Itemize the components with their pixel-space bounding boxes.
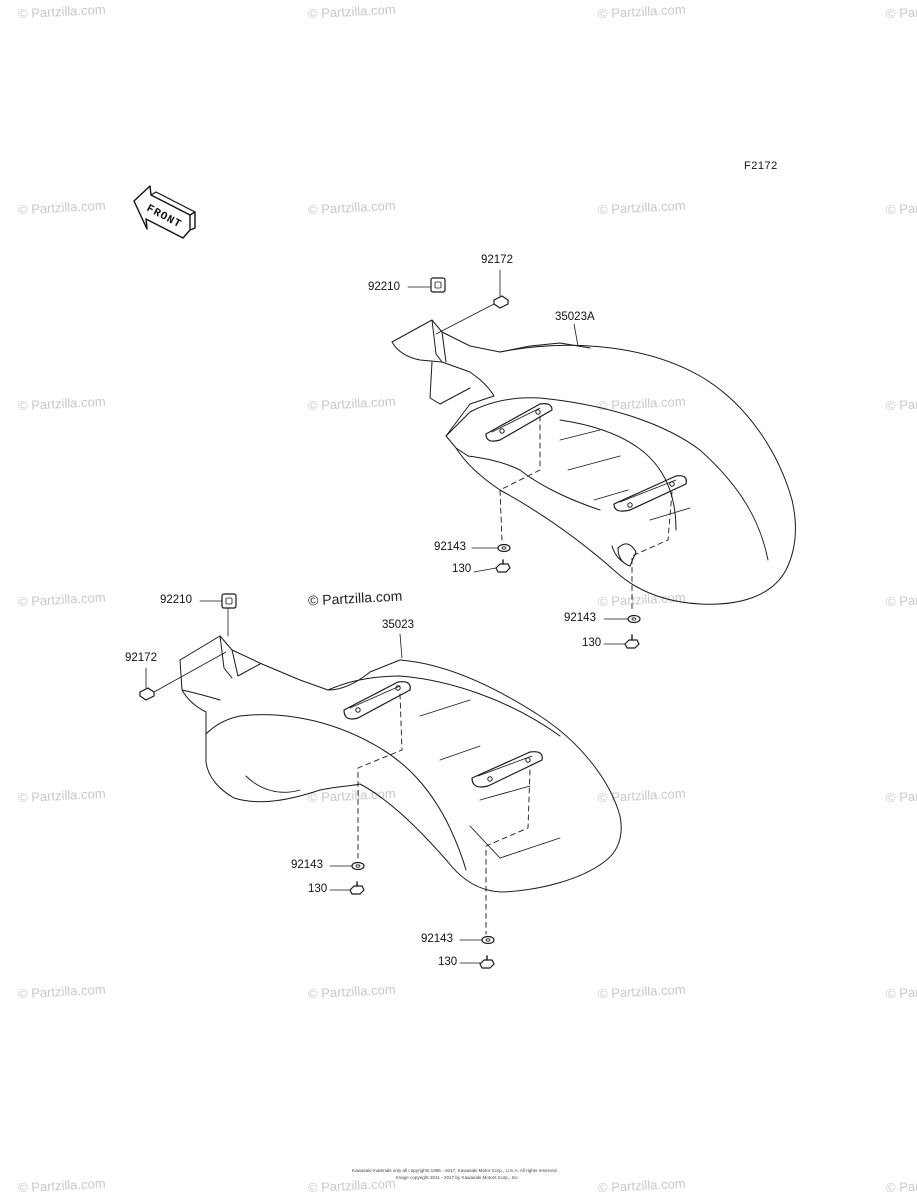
label-lower-bolt-left: 130 bbox=[308, 883, 328, 895]
footer-copyright-line2: Image copyright 2011 - 2017 by Kawasaki … bbox=[396, 1175, 519, 1180]
label-lower-guard: 35023 bbox=[382, 619, 414, 631]
figure-code: F2172 bbox=[744, 160, 778, 172]
upper-screw-92172 bbox=[435, 295, 509, 335]
label-lower-washer-left: 92143 bbox=[291, 859, 323, 871]
lower-clip-92210 bbox=[221, 593, 237, 637]
label-upper-washer-right: 92143 bbox=[564, 612, 596, 624]
label-upper-washer-left: 92143 bbox=[434, 541, 466, 553]
upper-washer-left bbox=[497, 543, 511, 553]
lower-leader-lines bbox=[145, 567, 626, 964]
footer-copyright-line1: Kawasaki materials only all copyrights 1… bbox=[352, 1168, 558, 1173]
lower-bolt-right bbox=[479, 955, 495, 969]
label-upper-bolt-left: 130 bbox=[452, 563, 472, 575]
upper-bolt-right bbox=[624, 634, 640, 649]
upper-leader-lines bbox=[407, 269, 629, 620]
label-lower-bolt-right: 130 bbox=[438, 956, 458, 968]
label-lower-washer-right: 92143 bbox=[421, 933, 453, 945]
upper-clip-92210 bbox=[430, 277, 446, 293]
guard-35023 bbox=[179, 635, 622, 935]
label-upper-screw: 92172 bbox=[481, 254, 513, 266]
lower-screw-92172 bbox=[139, 651, 227, 701]
label-lower-screw: 92172 bbox=[125, 652, 157, 664]
lower-washer-right bbox=[481, 935, 495, 945]
front-arrow-icon: FRONT bbox=[133, 185, 196, 239]
label-upper-guard: 35023A bbox=[555, 311, 595, 323]
upper-bolt-left bbox=[495, 559, 511, 573]
upper-washer-right bbox=[627, 614, 641, 624]
label-upper-clip: 92210 bbox=[368, 281, 400, 293]
label-upper-bolt-right: 130 bbox=[582, 637, 602, 649]
label-lower-clip: 92210 bbox=[160, 594, 192, 606]
lower-washer-left bbox=[351, 861, 365, 871]
guard-35023A bbox=[391, 319, 796, 613]
lower-bolt-left bbox=[349, 881, 365, 895]
